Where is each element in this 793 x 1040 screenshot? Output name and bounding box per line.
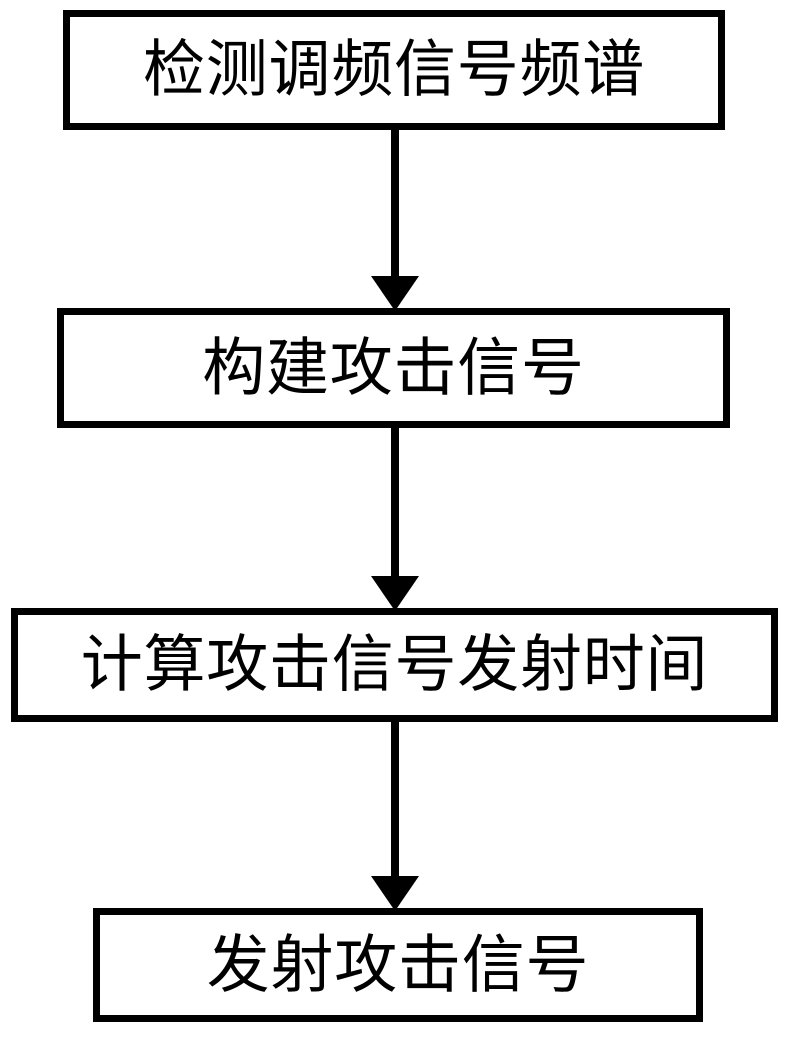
flow-connector-2-arrow-down bbox=[367, 425, 423, 611]
flow-node-calculate-attack-signal-transmit-time[interactable]: 计算攻击信号发射时间 bbox=[11, 608, 778, 722]
arrow-stem bbox=[391, 425, 399, 576]
arrow-head-icon bbox=[371, 276, 419, 311]
flow-connector-1-arrow-down bbox=[367, 127, 423, 311]
flow-node-detect-fm-signal-spectrum[interactable]: 检测调频信号频谱 bbox=[63, 10, 725, 130]
flow-connector-3-arrow-down bbox=[367, 719, 423, 911]
flow-node-label: 检测调频信号频谱 bbox=[143, 32, 645, 106]
arrow-head-icon bbox=[371, 876, 419, 911]
flow-node-label: 构建攻击信号 bbox=[202, 330, 585, 404]
flow-node-construct-attack-signal[interactable]: 构建攻击信号 bbox=[57, 308, 730, 428]
arrow-head-icon bbox=[371, 576, 419, 611]
flow-node-label: 计算攻击信号发射时间 bbox=[80, 627, 709, 701]
flow-node-transmit-attack-signal[interactable]: 发射攻击信号 bbox=[93, 908, 703, 1022]
arrow-stem bbox=[391, 127, 399, 276]
flow-node-label: 发射攻击信号 bbox=[206, 927, 590, 1001]
arrow-stem bbox=[391, 719, 399, 876]
